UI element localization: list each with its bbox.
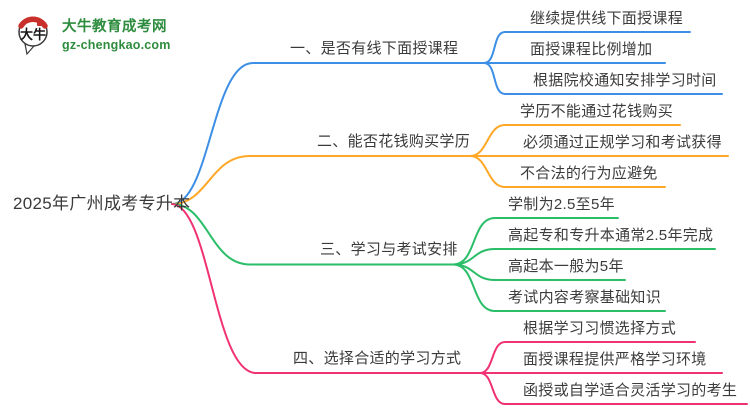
branch-3-child-4-label: 考试内容考察基础知识 [508, 289, 662, 306]
branch-4-child-1-link [479, 341, 696, 374]
logo-cow-icon: 大牛 [18, 16, 48, 56]
branch-3-child-1-label: 学制为2.5至5年 [508, 196, 615, 213]
branch-3-child-4-link [452, 263, 666, 312]
branch-1-child-2-label: 面授课程比例增加 [530, 41, 653, 58]
branch-1-child-1-link [483, 31, 691, 64]
branch-4-label: 四、选择合适的学习方式 [293, 350, 462, 367]
logo-text-block: 大牛教育成考网 gz-chengkao.com [62, 13, 171, 53]
branch-3-label: 三、学习与考试安排 [320, 241, 458, 258]
branch-4-child-1-label: 根据学习习惯选择方式 [523, 320, 677, 337]
branch-1-child-1-label: 继续提供线下面授课程 [530, 10, 684, 27]
logo-icon-text: 大牛 [20, 27, 46, 42]
site-logo: 大牛 大牛教育成考网 gz-chengkao.com [12, 13, 171, 57]
branch-3-child-2-link [452, 248, 716, 266]
branch-4-link [171, 203, 481, 374]
branch-3-child-1-link [452, 217, 619, 266]
branch-4-child-3-label: 函授或自学适合灵活学习的考生 [523, 382, 738, 399]
branch-2-label: 二、能否花钱购买学历 [317, 133, 471, 150]
branch-1-label: 一、是否有线下面授课程 [290, 40, 459, 57]
branch-2-child-3-label: 不合法的行为应避免 [520, 165, 658, 182]
branch-2-child-1-label: 学历不能通过花钱购买 [520, 103, 674, 120]
logo-red-cap [18, 16, 48, 29]
branch-1-link [171, 62, 485, 205]
branch-2-child-2-label: 必须通过正规学习和考试获得 [523, 134, 722, 151]
root-node-label: 2025年广州成考专升本 [13, 194, 191, 213]
branch-2-child-3-link [469, 155, 666, 188]
branch-3-link [171, 203, 454, 266]
branch-4-child-3-link [479, 372, 748, 405]
branch-2-child-1-link [469, 124, 681, 157]
site-name: 大牛教育成考网 [62, 19, 167, 35]
branch-1-child-3-link [483, 62, 723, 95]
site-domain: gz-chengkao.com [62, 38, 171, 52]
branch-3-child-3-label: 高起本一般为5年 [508, 258, 624, 275]
branch-2-link [171, 155, 471, 205]
branch-4-child-2-label: 面授课程提供严格学习环境 [523, 351, 707, 368]
logo-red-seal [37, 20, 43, 26]
branch-3-child-2-label: 高起专和专升本通常2.5年完成 [508, 227, 714, 244]
branch-1-child-3-label: 根据院校通知安排学习时间 [533, 72, 717, 89]
